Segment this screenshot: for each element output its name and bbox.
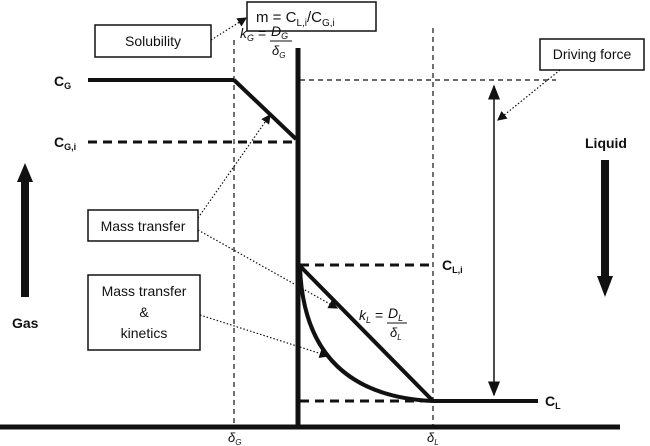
svg-text:m = CL,i/CG,i: m = CL,i/CG,i xyxy=(256,9,335,29)
svg-text:=: = xyxy=(258,25,266,41)
delta-l-label: δL xyxy=(427,430,439,446)
kl-formula: kL = DL δL xyxy=(359,305,407,342)
delta-g-label: δG xyxy=(228,430,241,446)
partition-coefficient-box: m = CL,i/CG,i xyxy=(246,1,377,32)
reaction-profile-curve xyxy=(298,267,434,403)
cg-label: CG xyxy=(54,73,71,91)
svg-text:δL: δL xyxy=(390,325,402,342)
gas-film-gradient xyxy=(232,78,298,141)
gas-label: Gas xyxy=(12,315,39,331)
gas-flow-up-arrow-icon xyxy=(17,163,33,297)
svg-text:Mass transfer: Mass transfer xyxy=(102,283,187,299)
kinetics-pointer xyxy=(199,314,330,359)
driving-force-pointer xyxy=(497,69,561,121)
svg-text:Driving force: Driving force xyxy=(553,46,632,62)
mass-transfer-kinetics-box: Mass transfer & kinetics xyxy=(87,274,201,351)
svg-text:kG: kG xyxy=(240,25,254,43)
svg-text:Mass transfer: Mass transfer xyxy=(101,218,186,234)
svg-text:&: & xyxy=(139,304,149,320)
liquid-label: Liquid xyxy=(585,135,627,151)
cli-label: CL,i xyxy=(442,257,463,275)
cgi-label: CG,i xyxy=(54,134,76,152)
svg-text:δG: δG xyxy=(272,43,285,60)
driving-force-box: Driving force xyxy=(539,38,645,71)
svg-text:DL: DL xyxy=(388,305,403,323)
liquid-flow-down-arrow-icon xyxy=(597,160,613,297)
kg-formula: kG = DG δG xyxy=(240,23,292,60)
svg-text:Solubility: Solubility xyxy=(125,33,181,49)
solubility-box: Solubility xyxy=(94,24,212,58)
liquid-film-gradient xyxy=(298,264,435,403)
mass-transfer-pointer-liquid xyxy=(197,229,339,309)
svg-text:kinetics: kinetics xyxy=(121,325,168,341)
cl-label: CL xyxy=(545,393,561,411)
svg-text:kL: kL xyxy=(359,307,371,325)
svg-text:=: = xyxy=(375,307,383,323)
svg-text:DG: DG xyxy=(271,23,288,41)
mass-transfer-box: Mass transfer xyxy=(87,209,199,242)
